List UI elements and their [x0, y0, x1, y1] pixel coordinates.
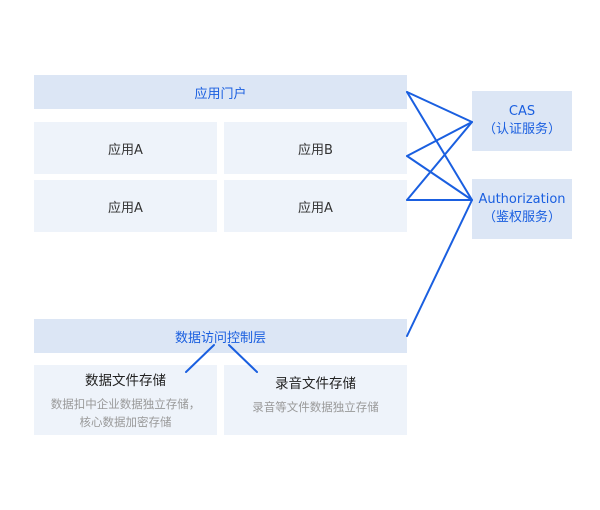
app-box: 应用A [224, 180, 407, 232]
app-label: 应用A [108, 142, 143, 158]
storage-title: 数据文件存储 [85, 373, 166, 389]
storage-box-recordings: 录音文件存储 录音等文件数据独立存储 [224, 365, 407, 435]
app-box: 应用A [34, 122, 217, 174]
cas-service-desc: （认证服务） [482, 122, 561, 137]
app-label: 应用A [108, 200, 143, 216]
connector-datalayer-auth [406, 199, 473, 337]
connector-appb-cas [406, 121, 473, 157]
storage-desc-line: 数据扣中企业数据独立存储， [50, 397, 201, 411]
app-portal-header: 应用门户 [34, 75, 407, 109]
connector-datalayer-recordings [228, 344, 258, 373]
storage-desc-line: 录音等文件数据独立存储 [252, 400, 379, 414]
data-access-layer-header: 数据访问控制层 [34, 319, 407, 353]
connector-appb-auth [406, 155, 473, 201]
connector-portal-auth [406, 91, 473, 201]
app-portal-label: 应用门户 [194, 86, 247, 102]
cas-service-name: CAS [508, 104, 536, 119]
storage-box-data-files: 数据文件存储 数据扣中企业数据独立存储， 核心数据加密存储 [34, 365, 217, 435]
storage-title: 录音文件存储 [275, 376, 356, 392]
app-label: 应用B [298, 142, 333, 158]
authorization-service-desc: （鉴权服务） [482, 210, 561, 225]
storage-desc-line: 核心数据加密存储 [79, 415, 172, 429]
data-access-layer-label: 数据访问控制层 [174, 330, 266, 346]
authorization-service-name: Authorization [478, 192, 566, 207]
app-label: 应用A [298, 200, 333, 216]
connector-appa-cas [406, 121, 473, 201]
connector-datalayer-datafiles [185, 344, 215, 373]
app-box: 应用A [34, 180, 217, 232]
authorization-service-box: Authorization （鉴权服务） [472, 179, 572, 239]
cas-service-box: CAS （认证服务） [472, 91, 572, 151]
connector-portal-cas [406, 91, 473, 123]
app-box: 应用B [224, 122, 407, 174]
